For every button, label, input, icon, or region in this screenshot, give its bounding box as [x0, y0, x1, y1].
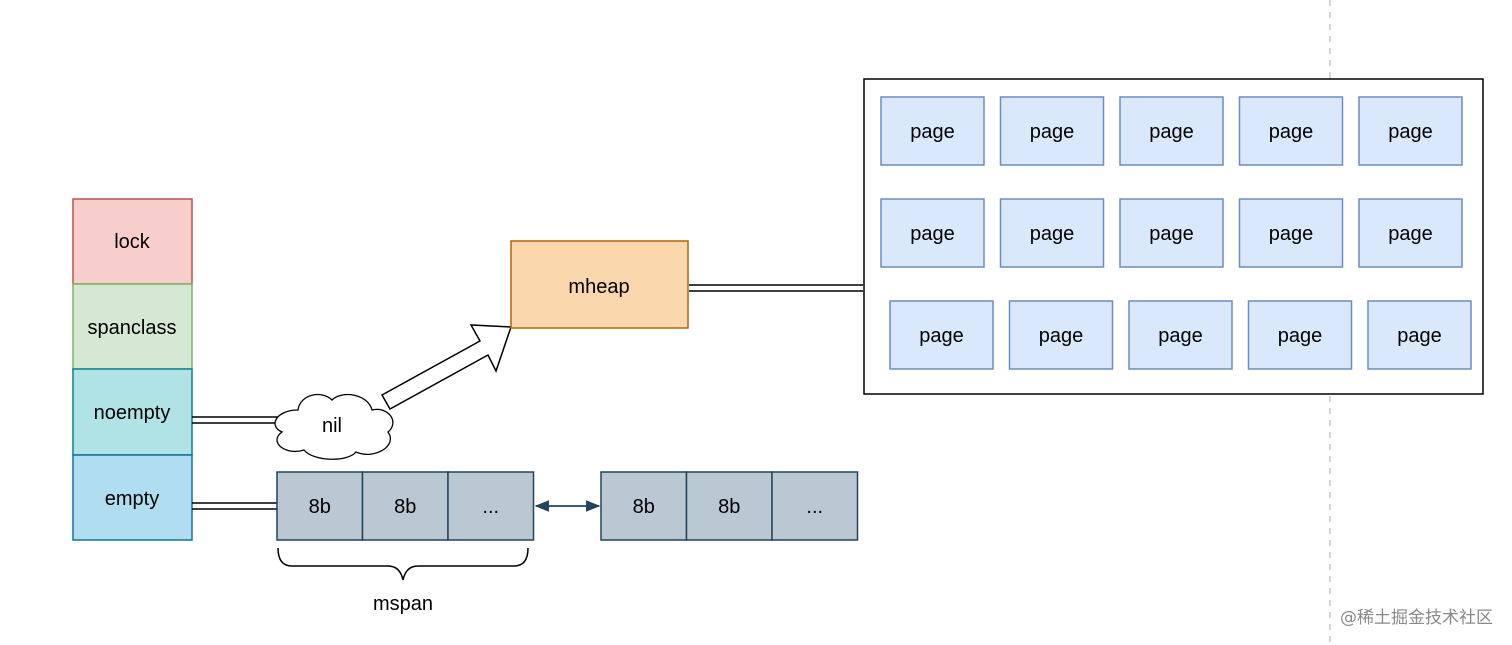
field-noempty-label: noempty	[94, 402, 171, 424]
page-label: page	[1278, 325, 1323, 347]
link-noempty-nil	[192, 416, 280, 424]
span-cell-label: ...	[482, 496, 499, 518]
pages-grid: page page page page page page page page page page…	[880, 96, 1472, 370]
link-mheap-pages	[689, 284, 863, 292]
page-block: page	[1119, 198, 1224, 268]
page-box	[1128, 300, 1233, 370]
span-group-2: 8b 8b...	[600, 471, 859, 541]
page-label: page	[1149, 223, 1194, 245]
nil-cloud: nil	[274, 393, 394, 460]
page-block: page	[1238, 198, 1344, 268]
field-lock: lock	[72, 198, 193, 285]
field-spanclass-label: spanclass	[88, 317, 177, 339]
mheap-box	[510, 240, 689, 329]
span-cell	[447, 471, 535, 541]
span-group-1: 8b 8b...	[276, 471, 535, 541]
page-label: page	[1397, 325, 1442, 347]
page-box	[880, 198, 985, 268]
span-cell-label: 8b	[718, 496, 740, 518]
page-label: page	[1030, 121, 1075, 143]
page-box	[1238, 96, 1344, 166]
page-block: page	[1358, 198, 1463, 268]
page-block: page	[1358, 96, 1463, 166]
page-label: page	[910, 223, 955, 245]
span-cell-label: 8b	[394, 496, 416, 518]
page-block: page	[889, 300, 994, 370]
page-label: page	[1269, 223, 1314, 245]
page-box	[1358, 96, 1463, 166]
span-cell	[361, 471, 449, 541]
field-empty-box	[72, 454, 193, 541]
page-box	[999, 96, 1105, 166]
span-cell-label: ...	[806, 496, 823, 518]
field-spanclass-box	[72, 283, 193, 370]
page-block: page	[1247, 300, 1353, 370]
page-block: page	[999, 96, 1105, 166]
page-block: page	[1119, 96, 1224, 166]
field-empty-label: empty	[105, 488, 159, 510]
watermark: @稀土掘金技术社区	[1340, 608, 1493, 628]
nil-label: nil	[322, 415, 342, 437]
block-arrow-nil-to-mheap	[380, 324, 513, 411]
page-box	[1008, 300, 1114, 370]
page-label: page	[919, 325, 964, 347]
page-block: page	[999, 198, 1105, 268]
page-box	[1119, 96, 1224, 166]
page-label: page	[1039, 325, 1084, 347]
mcentral-struct: lock spanclass noempty empty	[72, 198, 193, 541]
mheap-node: mheap	[510, 240, 689, 329]
span-cell-label: 8b	[309, 496, 331, 518]
mspan-brace	[277, 547, 529, 581]
page-box	[880, 96, 985, 166]
page-box	[1119, 198, 1224, 268]
page-label: page	[1269, 121, 1314, 143]
field-noempty: noempty	[72, 368, 193, 456]
mspan-label: mspan	[373, 593, 433, 615]
page-label: page	[1388, 223, 1433, 245]
mheap-label: mheap	[568, 276, 629, 298]
page-block: page	[880, 96, 985, 166]
field-lock-label: lock	[114, 231, 151, 253]
page-box	[1358, 198, 1463, 268]
cloud-shape	[274, 393, 394, 460]
span-cell	[600, 471, 688, 541]
field-lock-box	[72, 198, 193, 285]
page-box	[999, 198, 1105, 268]
page-label: page	[1030, 223, 1075, 245]
page-block: page	[880, 198, 985, 268]
page-block: page	[1367, 300, 1472, 370]
span-cell	[685, 471, 773, 541]
page-label: page	[1388, 121, 1433, 143]
page-box	[1247, 300, 1353, 370]
page-block: page	[1238, 96, 1344, 166]
page-label: page	[910, 121, 955, 143]
page-box	[1238, 198, 1344, 268]
field-spanclass: spanclass	[72, 283, 193, 370]
field-noempty-box	[72, 368, 193, 456]
page-block: page	[1008, 300, 1114, 370]
link-empty-span	[192, 502, 277, 510]
page-block: page	[1128, 300, 1233, 370]
span-cell	[771, 471, 859, 541]
field-empty: empty	[72, 454, 193, 541]
page-label: page	[1158, 325, 1203, 347]
span-cell-label: 8b	[633, 496, 655, 518]
page-box	[1367, 300, 1472, 370]
page-box	[889, 300, 994, 370]
page-label: page	[1149, 121, 1194, 143]
